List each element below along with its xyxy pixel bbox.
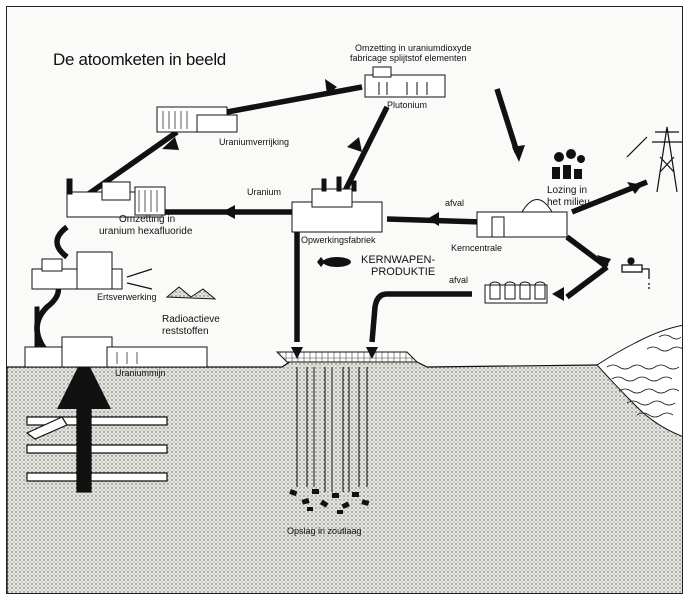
label-plutonium: Plutonium — [387, 100, 428, 110]
label-afval-bottom: afval — [449, 275, 469, 285]
label-uraniumverrijking: Uraniumverrijking — [219, 137, 290, 147]
label-kernwapen-2: PRODUKTIE — [371, 266, 436, 278]
label-ertsverwerking: Ertsverwerking — [97, 292, 157, 302]
sea — [596, 324, 682, 437]
label-uraniummijn: Uraniummijn — [115, 368, 166, 378]
waves — [606, 334, 682, 418]
label-kernwapen-1: KERNWAPEN- — [361, 254, 436, 266]
storage-tanks-icon — [484, 281, 548, 304]
label-omzetting-uraniumdioxyde: Omzetting in uraniumdioxyde — [355, 43, 472, 53]
label-radioactieve-2: reststoffen — [162, 326, 209, 337]
pylon-icon — [626, 126, 682, 193]
flow-arrowheads — [162, 79, 642, 359]
salt-storage — [275, 351, 419, 514]
label-omzetting-hexa-1: Omzetting in — [119, 214, 176, 225]
label-fabricage: fabricage splijtstof elementen — [350, 53, 467, 63]
label-opwerkingsfabriek: Opwerkingsfabriek — [301, 235, 376, 245]
label-omzetting-hexa-2: uranium hexafluoride — [99, 226, 193, 237]
label-lozing-2: het milieu — [547, 197, 590, 208]
label-kerncentrale: Kerncentrale — [451, 243, 503, 253]
label-radioactieve-1: Radioactieve — [162, 314, 220, 325]
factory-icon — [291, 176, 383, 233]
label-opslag: Opslag in zoutlaag — [287, 526, 362, 536]
factory-icon — [24, 306, 208, 368]
factory-icon — [31, 251, 217, 300]
label-lozing-1: Lozing in — [547, 185, 588, 196]
page-title: De atoomketen in beeld — [53, 50, 226, 69]
diagram-frame: De atoomketen in beeld Omzetting in uran… — [6, 6, 683, 594]
diagram-canvas — [7, 66, 682, 593]
label-afval-top: afval — [445, 198, 465, 208]
bomb-icon — [317, 257, 351, 267]
factory-icon — [364, 66, 446, 98]
factory-icon — [66, 178, 166, 218]
reactor-icon — [476, 199, 568, 238]
factory-icon — [552, 149, 585, 179]
label-uranium: Uranium — [247, 187, 282, 197]
ground-terrain — [7, 336, 682, 593]
tap-icon — [621, 257, 650, 289]
factory-icon — [156, 106, 238, 133]
